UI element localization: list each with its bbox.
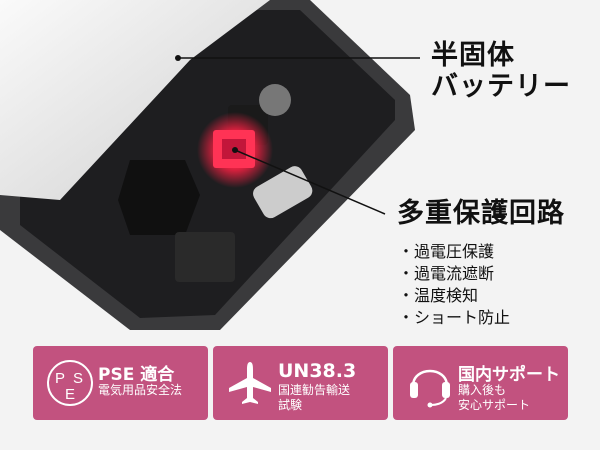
badge-subtitle: 電気用品安全法 [98, 383, 183, 397]
pse-mark-icon: P S E [47, 360, 93, 406]
display [175, 232, 235, 282]
usb-c-port [253, 166, 313, 219]
svg-text:E: E [65, 386, 75, 403]
svg-text:S: S [73, 370, 83, 387]
callout-line: 半固体 [431, 40, 515, 71]
battery-callout: 半固体 バッテリー [431, 40, 571, 102]
list-item: 過電圧保護 [398, 241, 510, 263]
un383-badge: UN38.3 国連勧告輸送試験 [213, 346, 388, 420]
svg-text:P: P [55, 370, 65, 387]
circuit-leader-line [234, 149, 386, 215]
capacitor [259, 84, 291, 116]
list-item: 過電流遮断 [398, 263, 510, 285]
semi-solid-battery [0, 0, 270, 200]
badge-title: 国内サポート [458, 365, 560, 385]
list-item: ショート防止 [398, 307, 510, 329]
badge-subtitle: 購入後も安心サポート [458, 383, 531, 412]
badge-title: UN38.3 [278, 360, 357, 382]
pse-badge: P S E PSE 適合 電気用品安全法 [33, 346, 208, 420]
badge-subtitle: 国連勧告輸送試験 [278, 383, 351, 412]
domestic-support-badge: 国内サポート 購入後も安心サポート [393, 346, 568, 420]
protection-feature-list: 過電圧保護 過電流遮断 温度検知 ショート防止 [398, 241, 510, 329]
protection-callout: 多重保護回路 [397, 198, 565, 229]
chip [118, 160, 200, 235]
headset-icon [410, 369, 450, 408]
list-item: 温度検知 [398, 285, 510, 307]
airplane-icon [229, 362, 271, 404]
callout-line: バッテリー [431, 71, 571, 102]
badge-title: PSE 適合 [98, 365, 175, 385]
